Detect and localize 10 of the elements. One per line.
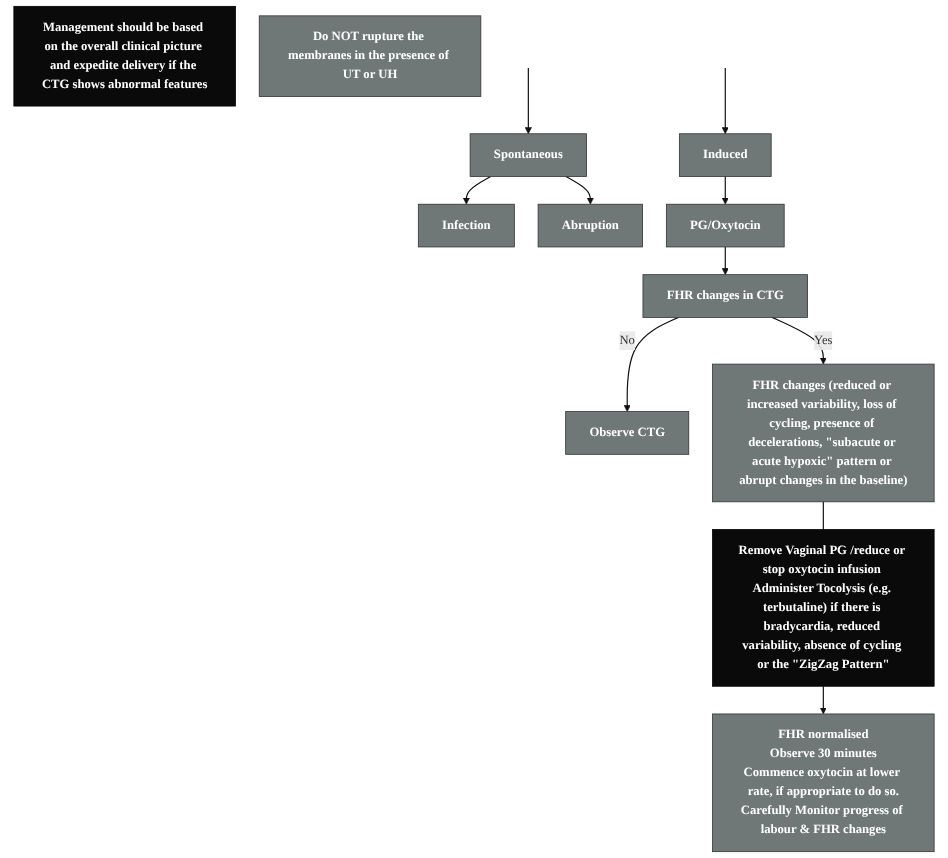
arrow bbox=[721, 175, 729, 205]
arrow bbox=[623, 316, 679, 412]
arrow bbox=[721, 67, 729, 135]
arrow bbox=[565, 175, 594, 205]
arrow bbox=[721, 246, 729, 275]
connector bbox=[822, 501, 824, 531]
arrow bbox=[462, 175, 492, 205]
arrow bbox=[524, 67, 532, 135]
arrow bbox=[771, 316, 827, 365]
arrow bbox=[819, 685, 827, 715]
